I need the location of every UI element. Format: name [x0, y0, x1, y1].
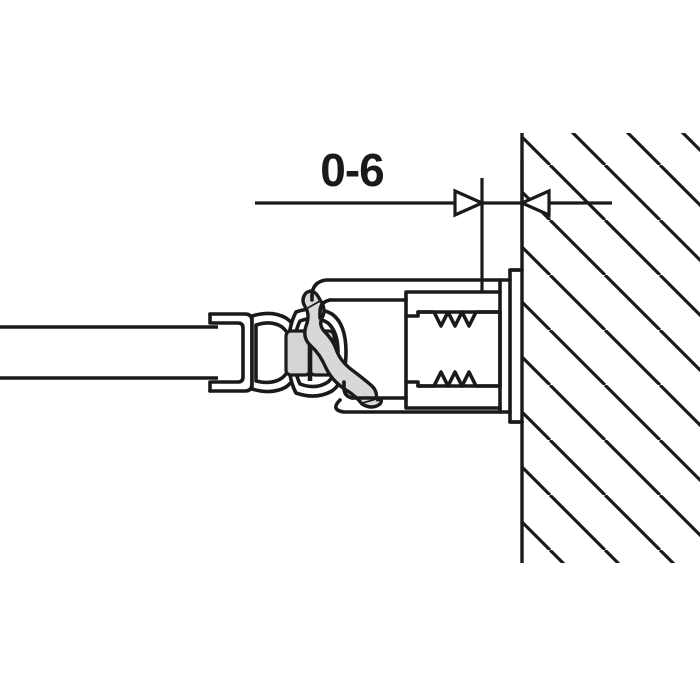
serrated-fin-top: [416, 310, 502, 328]
wall-profile-chamber-top-run: [404, 310, 502, 318]
serration-path-top: [416, 310, 502, 328]
dimension-annotation: 0-6: [255, 144, 612, 292]
wall-profile-chamber-bottom-run: [404, 380, 502, 388]
serrated-fin-bottom: [416, 370, 502, 388]
wall-profile-groove-bottom: [342, 380, 354, 400]
wall-profile-inner-top: [328, 278, 502, 302]
wall-profile-groove-top: [318, 298, 332, 320]
dimension-arrow-right: [518, 188, 551, 218]
wall-profile-outer-bottom: [334, 398, 524, 424]
dimension-label: 0-6: [320, 144, 383, 196]
serration-path-bottom: [416, 370, 502, 388]
u-channel-inner: [210, 321, 245, 384]
wall-profile-outer-top: [310, 268, 524, 298]
wall-hatched-region: [520, 133, 700, 563]
wall-profile: [310, 268, 524, 424]
gasket-seal-body: [303, 298, 379, 406]
dimension-arrow-left: [453, 188, 486, 218]
glass-panel: [0, 325, 218, 380]
